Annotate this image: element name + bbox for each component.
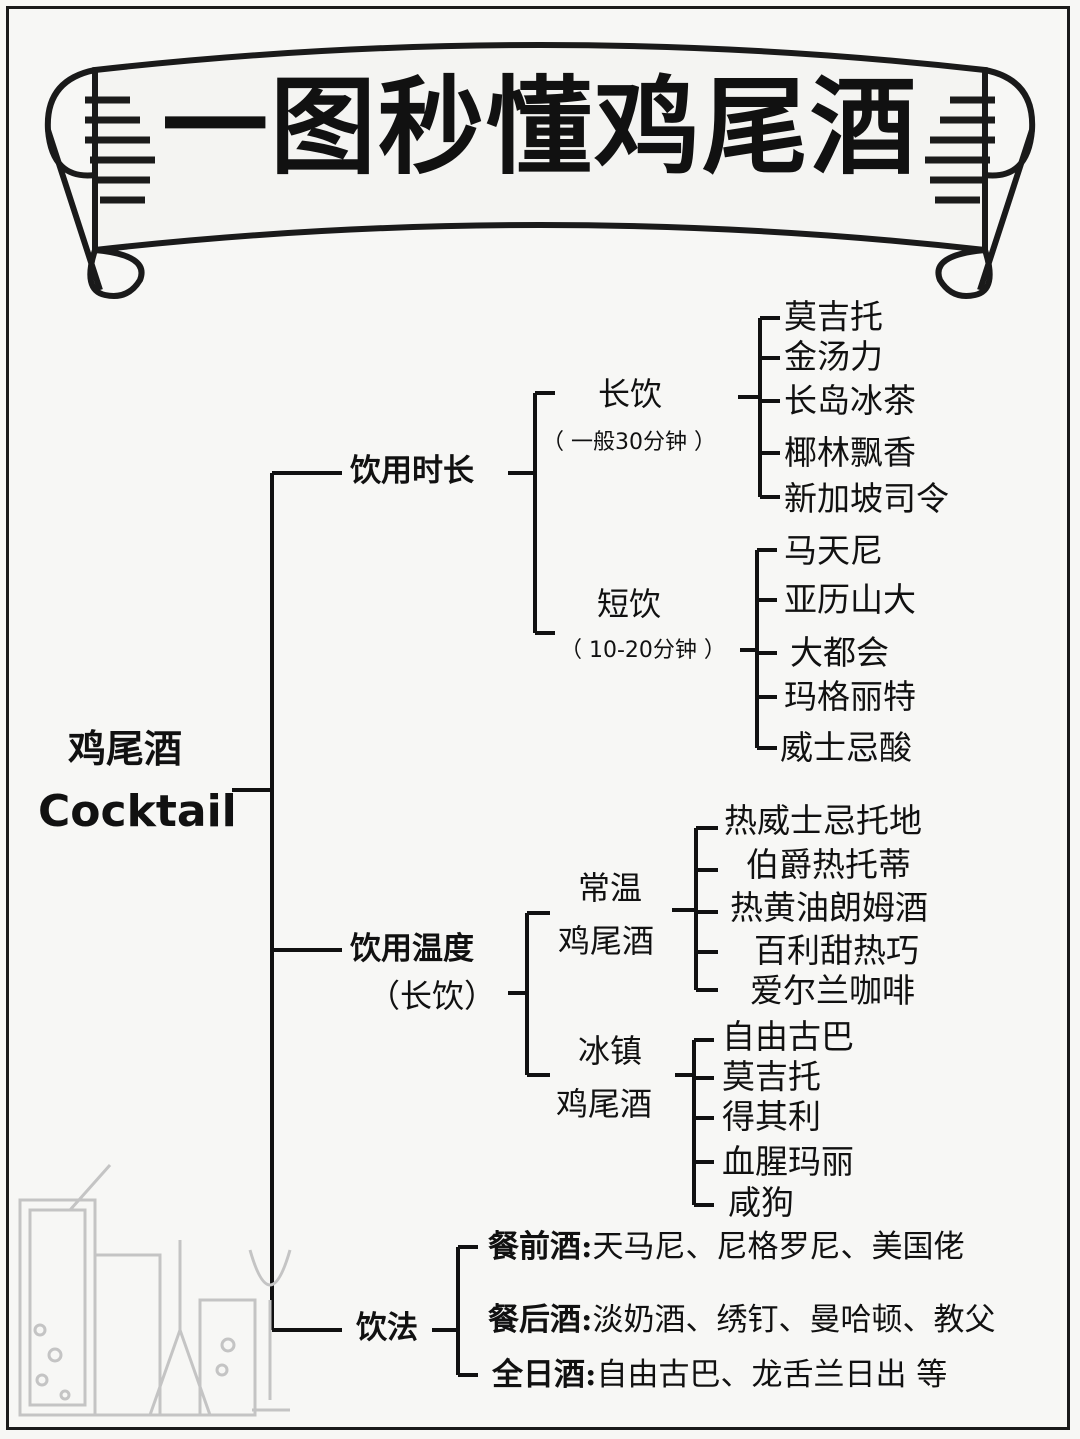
iced-item: 血腥玛丽 (722, 1142, 854, 1181)
usage-row-digestif: 餐后酒:淡奶酒、绣钉、曼哈顿、教父 (488, 1305, 995, 1336)
long-item: 新加坡司令 (784, 479, 949, 518)
room-temp-item: 热威士忌托地 (724, 801, 922, 840)
page-title: 一图秒懂鸡尾酒 (162, 66, 918, 189)
long-item: 金汤力 (784, 337, 883, 376)
room-temp-item: 百利甜热巧 (754, 931, 919, 970)
room-temp-label-1: 常温 (578, 869, 643, 907)
iced-item: 莫吉托 (722, 1057, 821, 1096)
usage-row-head: 餐后酒: (488, 1302, 593, 1338)
room-temp-label-2: 鸡尾酒 (558, 922, 655, 960)
root-label-en: Cocktail (38, 786, 237, 837)
usage-row-text: 天马尼、尼格罗尼、美国佬 (592, 1229, 965, 1265)
room-temp-item: 爱尔兰咖啡 (750, 971, 915, 1010)
short-drink-label: 短饮 (597, 585, 662, 623)
usage-row-text: 自由古巴、龙舌兰日出 等 (596, 1357, 948, 1393)
long-drink-label: 长饮 (598, 375, 663, 413)
usage-row-allday: 全日酒:自由古巴、龙舌兰日出 等 (492, 1360, 947, 1391)
title-banner (44, 42, 1036, 299)
short-drink-note: （ 10-20分钟 ） (560, 638, 726, 663)
long-item: 椰林飘香 (784, 433, 916, 472)
branch-duration: 饮用时长 (350, 453, 474, 489)
room-temp-item: 伯爵热托蒂 (746, 845, 911, 884)
iced-item: 咸狗 (728, 1183, 794, 1222)
short-item: 威士忌酸 (780, 728, 912, 767)
glassware-decoration (18, 1164, 292, 1417)
short-item: 亚历山大 (784, 580, 916, 619)
room-temp-item: 热黄油朗姆酒 (730, 888, 928, 927)
branch-usage: 饮法 (356, 1310, 418, 1346)
branch-temperature-note: （长饮） (368, 977, 497, 1015)
branch-temperature: 饮用温度 (350, 931, 474, 967)
usage-row-head: 餐前酒: (488, 1229, 593, 1265)
iced-label-1: 冰镇 (578, 1032, 643, 1070)
iced-label-2: 鸡尾酒 (556, 1085, 653, 1123)
short-item: 大都会 (790, 633, 889, 672)
page-frame (6, 6, 1070, 1430)
long-drink-note: （ 一般30分钟 ） (542, 430, 716, 455)
iced-item: 自由古巴 (722, 1017, 854, 1056)
long-item: 长岛冰茶 (784, 381, 916, 420)
usage-row-aperitif: 餐前酒:天马尼、尼格罗尼、美国佬 (488, 1232, 964, 1263)
usage-row-head: 全日酒: (492, 1357, 597, 1393)
banner-stripes (85, 96, 995, 204)
short-item: 马天尼 (784, 531, 883, 570)
usage-row-text: 淡奶酒、绣钉、曼哈顿、教父 (592, 1302, 996, 1338)
root-label-zh: 鸡尾酒 (68, 727, 183, 771)
iced-item: 得其利 (722, 1097, 821, 1136)
long-item: 莫吉托 (784, 297, 883, 336)
short-item: 玛格丽特 (784, 677, 916, 716)
